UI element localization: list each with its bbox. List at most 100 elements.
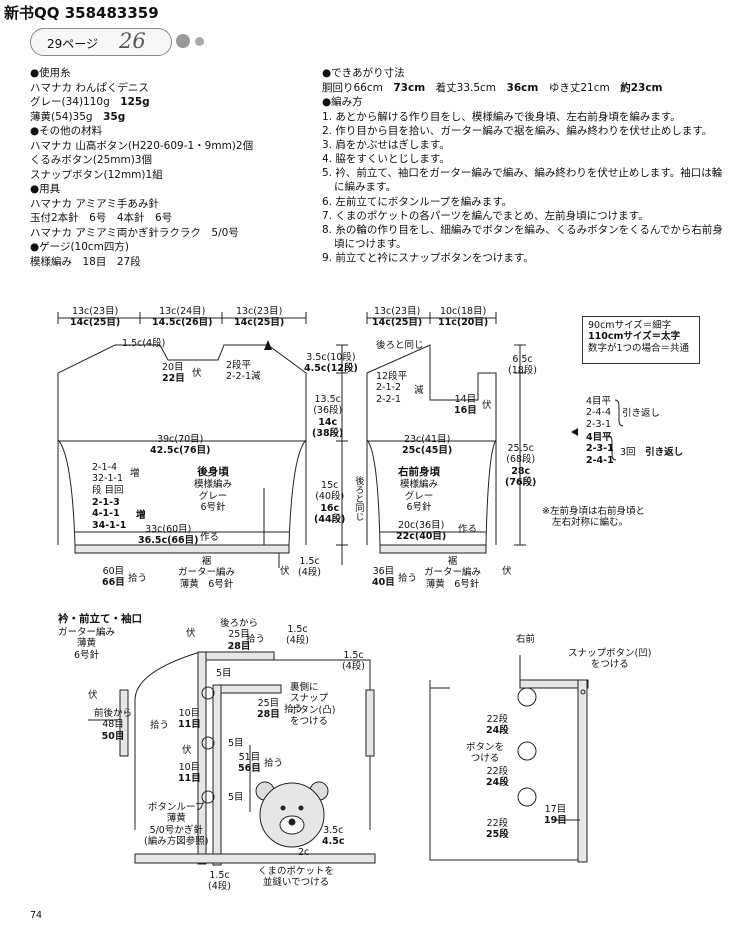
cuff-pick-label: 拾う [150, 720, 170, 731]
collar-back-pick-label: 拾う [246, 634, 266, 645]
collar-top-height: 1.5c(4段) [286, 624, 309, 647]
page-number: 74 [30, 910, 43, 921]
front-shoulder-height: 6.5c(18段) [508, 354, 538, 377]
collar-bottom-height: 1.5c(4段) [208, 870, 231, 893]
materials-section: ●使用糸 ハマナカ わんぱくデニス グレー(34)110g 125g 薄黄(54… [30, 66, 253, 269]
method-step: 4. 脇をすくいとじします。 [322, 153, 450, 166]
front-band-pick-label: 拾う [264, 758, 284, 769]
front-band-bindoff: 伏 [182, 745, 192, 756]
front-hem-label: 裾ガーター編み薄黄 6号針 [424, 556, 482, 590]
button-type-1: ハマナカ 山高ボタン(H220-609-1・9mm)2個 [30, 139, 254, 152]
page-number-pill: 29ページ 26 [30, 28, 172, 56]
armhole-height: 13.5c(36段)14c(38段) [312, 394, 344, 440]
front-width: 23c(41目)25c(45目) [402, 434, 453, 457]
size-legend-box: 90cmサイズ＝細字 110cmサイズ＝太字 数字が1つの場合＝共通 [582, 316, 700, 364]
bear-pocket-face [259, 782, 325, 848]
yarn-heading: ●使用糸 [30, 67, 71, 79]
cuff-bindoff: 伏 [88, 690, 98, 701]
front-hem-band [379, 544, 487, 554]
yarn-light-yellow: 薄黄(54)35g 35g [30, 110, 126, 123]
left-front-band [197, 651, 207, 865]
button-2 [517, 741, 537, 761]
gauge-value: 模様編み 18目 27段 [30, 255, 141, 268]
front-bottom-width: 20c(36目)22c(40目) [396, 520, 447, 543]
page-ref-label: 29ページ [47, 37, 99, 51]
method-step: 5. 衿、前立て、袖口をガーター編みで編み、編み終わりを伏せ止めします。袖口は輪… [322, 167, 723, 194]
back-top-dim-1: 13c(23目)14c(25目) [70, 306, 121, 329]
collar-bindoff: 伏 [186, 628, 196, 639]
short-row-label: 引き返し [622, 408, 661, 419]
finished-size-heading: ●できあがり寸法 [322, 67, 405, 79]
method-step: 1. あとから解ける作り目をし、模様編みで後身頃、左右前身頃を編みます。 [322, 110, 681, 123]
back-neck-rows: 1.5c(4段) [122, 338, 166, 349]
right-front-band [577, 679, 588, 863]
gauge-heading: ●ゲージ(10cm四方) [30, 241, 130, 253]
page-ref-number: 26 [119, 29, 146, 53]
snap-female-note: スナップボタン(凹)をつける [568, 648, 652, 671]
snap-button: スナップボタン(12mm)1組 [30, 168, 163, 181]
back-pick-label: 拾う [128, 573, 148, 584]
neck-band-pick-label: 拾う [284, 704, 304, 715]
front-pick-label: 拾う [398, 573, 418, 584]
shoulder-height: 3.5c(10段)4.5c(12段) [304, 352, 358, 375]
back-bottom-width: 33c(60目)36.5c(66目) [138, 524, 199, 547]
back-cast-on: 作る [200, 532, 220, 543]
back-top-dim-2: 13c(24目)14.5c(26目) [152, 306, 213, 329]
body-height: 15c(40段)16c(44段) [314, 480, 346, 526]
tools-line-2: 玉付2本針 6号 4本針 6号 [30, 212, 173, 224]
back-bodice-outline [57, 344, 307, 545]
snap-male-note: 裏側にスナップボタン(凸)をつける [290, 682, 336, 728]
tools-heading: ●用具 [30, 183, 61, 195]
loop-spacing-3: 5目 [228, 792, 244, 803]
front-top-dim-2: 10c(18目)11c(20目) [438, 306, 489, 329]
mirror-note: ※左前身頃は右前身頃と左右対称に編む。 [542, 506, 645, 529]
loop-spacing-1: 5目 [216, 668, 232, 679]
method-step: 9. 前立てと衿にスナップボタンをつけます。 [322, 252, 534, 265]
front-dec-word: 減 [414, 385, 424, 396]
finished-size-values: 胴回り66cm 73cm 着丈33.5cm 36cm ゆき丈21cm 約23cm [322, 81, 663, 94]
method-heading: ●編み方 [322, 96, 363, 108]
button-type-2: くるみボタン(25mm)3個 [30, 154, 152, 166]
pocket-width: 2c [298, 847, 310, 858]
yarn-grey: グレー(34)110g 125g [30, 96, 150, 108]
decor-dot-small [195, 37, 204, 46]
page-header-title: 新书QQ 358483359 [4, 4, 159, 22]
back-hem-bindoff: 伏 [280, 566, 290, 577]
right-front-neck-band [519, 679, 589, 689]
back-inc-word: 増 [130, 468, 140, 479]
front-neck-bindoff: 伏 [482, 400, 492, 411]
front-cast-on: 作る [458, 524, 478, 535]
method-step: 6. 左前立てにボタンループを編みます。 [322, 195, 513, 208]
tools-line-1: ハマナカ アミアミ手あみ針 [30, 197, 159, 210]
yarn-brand: ハマナカ わんぱくデニス [30, 81, 149, 94]
decor-dot-large [176, 34, 190, 48]
back-hem-label: 裾ガーター編み薄黄 6号針 [178, 556, 236, 590]
short-row-times: 3回 引き返し [620, 447, 684, 458]
collar-hem-band [134, 853, 376, 864]
button-3 [517, 787, 537, 807]
method-step: 8. 糸の輪の作り目をし、細編みでボタンを編み、くるみボタンをくるんでから右前身… [322, 223, 723, 251]
front-top-dim-1: 13c(23目)14c(25目) [372, 306, 423, 329]
loop-spacing-2: 5目 [228, 738, 244, 749]
front-bodice-outline [366, 344, 497, 545]
